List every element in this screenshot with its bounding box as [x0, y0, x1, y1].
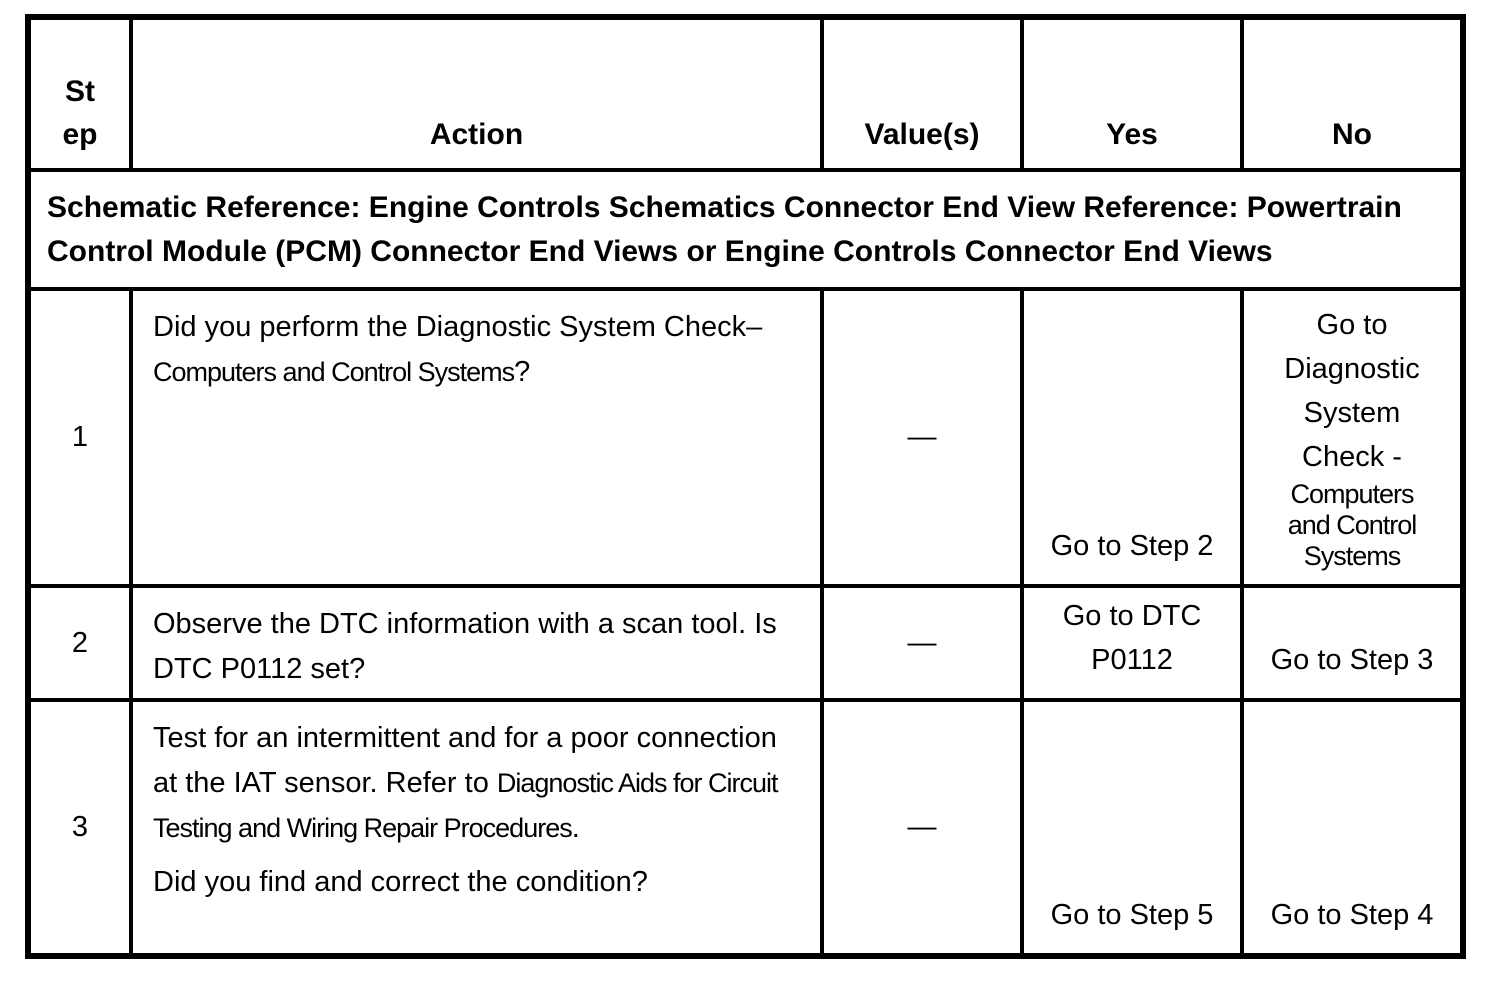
- action-text-part: Did you perform the Diagnostic System Ch…: [153, 311, 763, 343]
- step-number-cell: 3: [26, 698, 133, 958]
- no-text-lead: Go to Diagnostic System Check -: [1284, 309, 1420, 473]
- values-cell: —: [820, 287, 1024, 588]
- column-header-no: No: [1240, 15, 1465, 172]
- reference-title-text: Computers and Control Systems: [1287, 479, 1418, 571]
- yes-cell: Go to DTC P0112: [1020, 584, 1244, 702]
- schematic-note-line1: Schematic Reference: Engine Controls Sch…: [47, 190, 1402, 224]
- step-number-cell: 1: [26, 287, 133, 588]
- action-text: Did you perform the Diagnostic System Ch…: [153, 305, 800, 395]
- schematic-note-line2: Control Module (PCM) Connector End Views…: [47, 234, 1273, 268]
- action-text-part: ?: [514, 356, 531, 388]
- reference-title-text: Diagnostic Aids for Circuit Testing and …: [153, 768, 779, 843]
- values-cell: —: [820, 698, 1024, 958]
- table-row-step-3: 3 Test for an intermittent and for a poo…: [26, 698, 1465, 958]
- action-question-text: Did you find and correct the condition?: [153, 866, 648, 898]
- step-number-cell: 2: [26, 584, 133, 702]
- table-header-row: St ep Action Value(s) Yes No: [26, 15, 1465, 172]
- schematic-reference-note: Schematic Reference: Engine Controls Sch…: [26, 168, 1465, 291]
- column-header-yes: Yes: [1020, 15, 1244, 172]
- values-cell: —: [820, 584, 1024, 702]
- action-cell: Test for an intermittent and for a poor …: [129, 698, 824, 958]
- action-text: Observe the DTC information with a scan …: [153, 608, 777, 685]
- table-row-step-1: 1 Did you perform the Diagnostic System …: [26, 287, 1465, 588]
- no-cell: Go to Step 3: [1240, 584, 1465, 702]
- reference-title-text: Computers and Control Systems: [153, 357, 515, 387]
- step-header-line2: ep: [62, 118, 98, 151]
- action-text-part: Test for an intermittent and for a poor …: [153, 722, 777, 799]
- column-header-action: Action: [129, 15, 824, 172]
- column-header-step: St ep: [26, 15, 133, 172]
- table-row-step-2: 2 Observe the DTC information with a sca…: [26, 584, 1465, 702]
- step-header-line1: St: [65, 75, 95, 108]
- yes-cell: Go to Step 5: [1020, 698, 1244, 958]
- column-header-values: Value(s): [820, 15, 1024, 172]
- diagnostic-step-table: St ep Action Value(s) Yes No Schematic R…: [25, 14, 1466, 959]
- action-cell: Observe the DTC information with a scan …: [129, 584, 824, 702]
- yes-cell: Go to Step 2: [1020, 287, 1244, 588]
- schematic-reference-row: Schematic Reference: Engine Controls Sch…: [26, 168, 1465, 291]
- action-text-part: .: [571, 812, 580, 844]
- no-cell: Go to Diagnostic System Check - Computer…: [1240, 287, 1465, 588]
- action-text: Test for an intermittent and for a poor …: [153, 716, 800, 851]
- no-cell: Go to Step 4: [1240, 698, 1465, 958]
- action-cell: Did you perform the Diagnostic System Ch…: [129, 287, 824, 588]
